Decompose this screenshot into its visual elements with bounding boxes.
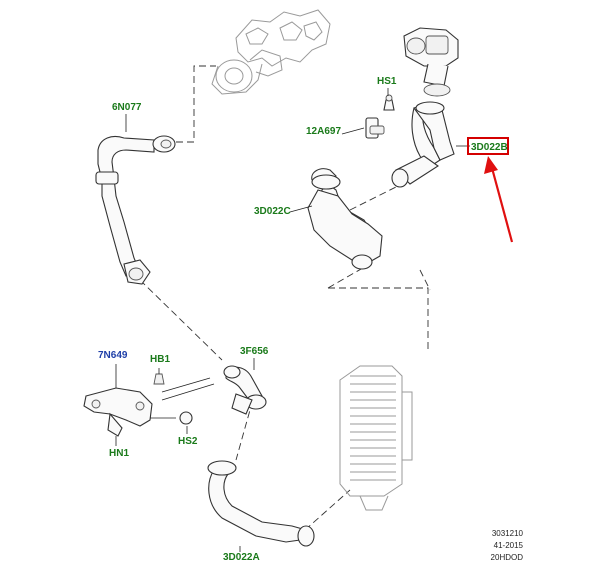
sensor-12a697-drawing [365,94,395,139]
hose-3d022c-drawing [307,168,383,270]
callout-leaders [115,88,389,552]
connection-lines [139,65,431,531]
callout-6n077: 6N077 [112,102,142,113]
turbocharger-drawing [211,9,331,95]
callout-3d022b-highlight-box [467,137,509,155]
reference-line-2: 41-2015 [494,541,524,550]
callout-3d022a: 3D022A [223,552,260,563]
callout-hs2: HS2 [178,436,198,447]
intercooler-drawing [339,365,413,511]
callout-hn1: HN1 [109,448,129,459]
callout-12a697: 12A697 [306,126,341,137]
callout-hb1: HB1 [150,354,170,365]
callout-7n649: 7N649 [98,350,128,361]
red-arrow-icon [484,156,514,243]
callout-3d022c: 3D022C [254,206,291,217]
hose-6n077-drawing [95,135,176,285]
bracket-7n649-drawing [83,373,215,437]
hose-3f656-drawing [223,365,267,415]
callout-3f656: 3F656 [240,346,269,357]
reference-line-1: 3031210 [492,529,524,538]
callout-3d022b: 3D022B [471,142,508,153]
reference-line-3: 20HDOD [491,553,524,562]
hose-3d022a-drawing [207,460,315,547]
callout-hs1: HS1 [377,76,397,87]
throttle-body-drawing [403,27,459,97]
hose-3d022b-drawing [391,101,470,188]
